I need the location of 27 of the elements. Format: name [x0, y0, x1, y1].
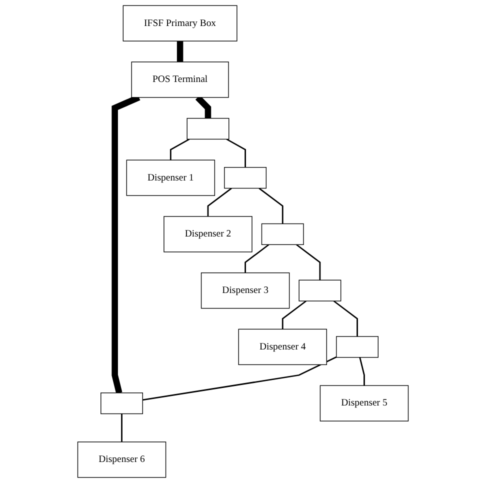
node-box: Dispenser 3 — [200, 272, 290, 309]
connector — [296, 244, 321, 280]
connector — [170, 138, 190, 160]
node-box: Dispenser 5 — [320, 385, 409, 422]
node-box — [298, 280, 342, 302]
connector — [142, 356, 337, 401]
connector — [333, 300, 358, 336]
node-box — [336, 336, 378, 358]
connector — [207, 188, 232, 216]
connector — [195, 95, 212, 118]
node-box: IFSF Primary Box — [122, 5, 238, 42]
connector — [176, 41, 184, 62]
connector — [112, 94, 140, 394]
node-box: Dispenser 2 — [164, 216, 252, 252]
node-box: Dispenser 4 — [238, 328, 327, 366]
connector — [282, 300, 307, 330]
connector — [121, 414, 122, 442]
connector — [258, 188, 284, 224]
node-box — [186, 118, 230, 140]
node-box — [100, 392, 143, 414]
node-box — [224, 167, 267, 189]
node-box: Dispenser 1 — [126, 160, 216, 196]
node-box: POS Terminal — [131, 62, 229, 98]
node-box: Dispenser 6 — [77, 442, 166, 478]
connector — [359, 357, 365, 386]
connector — [244, 244, 270, 273]
node-box — [261, 223, 304, 245]
